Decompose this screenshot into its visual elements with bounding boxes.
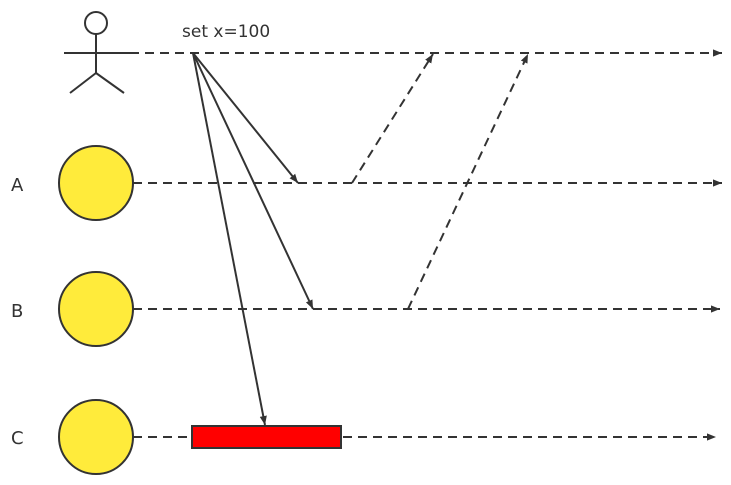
- node-b-circle: [58, 271, 134, 347]
- node-a-label: A: [11, 175, 24, 196]
- blocked-bar: [191, 425, 342, 449]
- node-c-circle: [58, 399, 134, 475]
- write-arrow-b: [192, 52, 314, 310]
- node-a-circle: [58, 145, 134, 221]
- actor-icon: [64, 11, 130, 94]
- message-label: set x=100: [182, 22, 270, 42]
- write-arrow-c: [192, 52, 267, 426]
- node-b-label: B: [11, 301, 23, 322]
- ack-arrow-a: [351, 53, 434, 184]
- node-c-label: C: [11, 428, 24, 449]
- write-arrow-a: [192, 52, 299, 184]
- ack-arrow-b: [407, 53, 529, 310]
